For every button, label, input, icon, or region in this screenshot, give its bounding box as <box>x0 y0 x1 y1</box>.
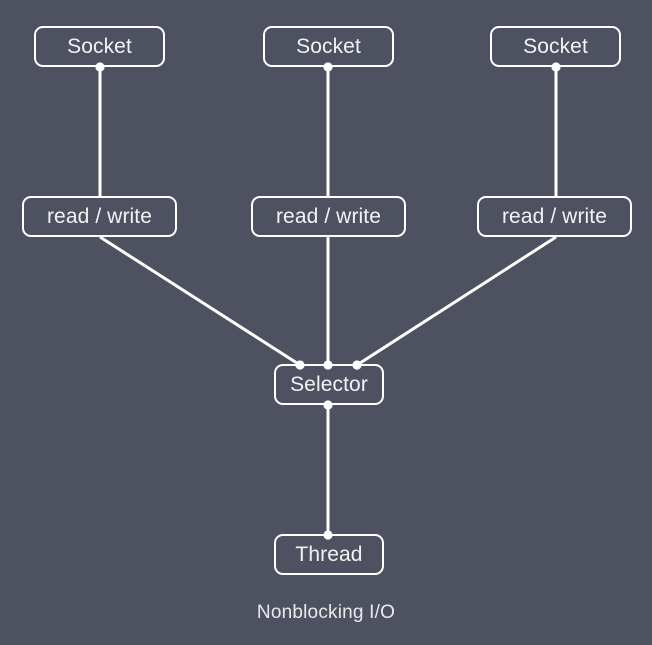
node-read-write-3-label: read / write <box>501 204 608 228</box>
node-thread-label: Thread <box>295 542 363 566</box>
node-thread[interactable]: Thread <box>274 534 384 575</box>
node-selector-label: Selector <box>290 372 368 396</box>
diagram-caption: Nonblocking I/O <box>256 602 396 623</box>
rw1-to-selector <box>99 235 301 367</box>
node-socket-2-label: Socket <box>296 34 361 58</box>
node-socket-3-label: Socket <box>523 34 588 58</box>
node-socket-2[interactable]: Socket <box>263 26 394 67</box>
node-socket-1[interactable]: Socket <box>34 26 165 67</box>
node-read-write-1[interactable]: read / write <box>22 196 177 237</box>
node-read-write-3[interactable]: read / write <box>477 196 632 237</box>
rw3-to-selector <box>356 235 557 367</box>
node-socket-1-label: Socket <box>67 34 132 58</box>
node-selector[interactable]: Selector <box>274 364 384 405</box>
node-read-write-1-label: read / write <box>46 204 153 228</box>
node-socket-3[interactable]: Socket <box>490 26 621 67</box>
node-read-write-2[interactable]: read / write <box>251 196 406 237</box>
node-read-write-2-label: read / write <box>275 204 382 228</box>
